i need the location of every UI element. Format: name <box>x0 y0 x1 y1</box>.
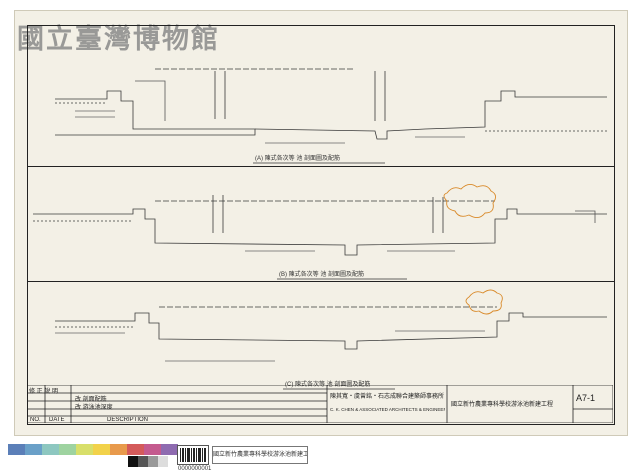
section-b-drawing <box>33 195 607 256</box>
section-drawings <box>33 68 607 390</box>
firm-name-en: C. K. CHEN & ASSOCIATED ARCHITECTS & ENG… <box>330 407 445 412</box>
color-swatch <box>144 444 161 455</box>
title-block: 修 正 說 明 改 剖面配筋 改 游泳池深度 NO. DATE DESCRIPT… <box>27 385 613 423</box>
barcode-number: 0000000001 <box>178 466 212 472</box>
title-block-grid <box>27 385 613 423</box>
color-swatch <box>76 444 93 455</box>
color-swatch <box>8 444 25 455</box>
section-divider-1 <box>28 166 614 167</box>
revision-clouds <box>443 184 503 315</box>
date-label: DATE <box>49 417 65 423</box>
color-swatch <box>110 444 127 455</box>
section-a-label: (A) 陳式各次等 池 剖面圖及配筋 <box>255 156 340 162</box>
color-swatch <box>148 456 158 467</box>
revision-text-2: 改 游泳池深度 <box>75 405 113 411</box>
color-swatch <box>168 456 178 467</box>
section-c-drawing <box>55 306 607 362</box>
section-b-label: (B) 陳式各次等 池 剖面圖及配筋 <box>279 272 364 278</box>
museum-watermark: 國立臺灣博物館 <box>17 24 220 55</box>
firm-name-cn: 陳其寬・虞曾銘・石志成聯合建築師事務所 <box>330 394 445 400</box>
barcode <box>177 445 209 465</box>
color-swatch <box>138 456 148 467</box>
revision-header: 修 正 說 明 <box>29 389 59 395</box>
color-swatch <box>93 444 110 455</box>
section-a-drawing <box>55 68 607 144</box>
color-swatch <box>25 444 42 455</box>
color-swatch <box>158 456 168 467</box>
color-swatch <box>128 456 138 467</box>
drawing-frame <box>27 25 615 425</box>
description-label: DESCRIPTION <box>107 417 149 423</box>
drawing-number: A7-1 <box>576 393 596 403</box>
scan-strip <box>0 436 640 476</box>
color-swatch <box>127 444 144 455</box>
no-label: NO. <box>30 417 41 423</box>
color-swatch <box>42 444 59 455</box>
revision-text-1: 改 剖面配筋 <box>75 397 107 403</box>
scan-caption: 國立新竹農業專科學校游泳池新建工程 <box>212 446 308 464</box>
barcode-icon <box>180 448 206 462</box>
project-name: 國立新竹農業專科學校游泳池新建工程 <box>451 402 554 408</box>
drawing-sheet: 國立臺灣博物館 <box>14 10 628 436</box>
color-swatch <box>161 444 178 455</box>
color-swatch <box>59 444 76 455</box>
section-divider-2 <box>28 281 614 282</box>
